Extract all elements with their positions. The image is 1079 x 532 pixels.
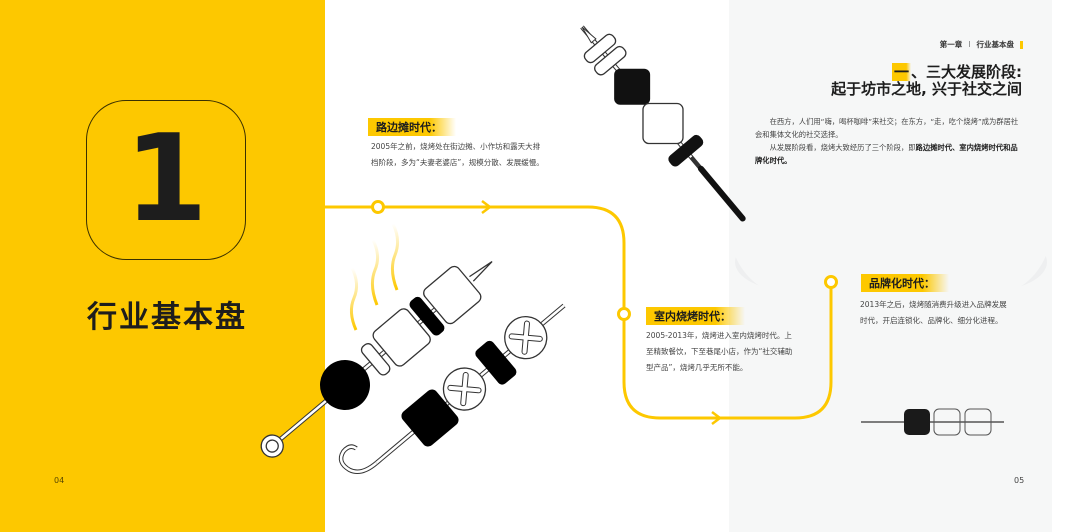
intro-paragraph-2: 从发展阶段看，烧烤大致经历了三个阶段，即路边摊时代、室内烧烤时代和品牌化时代。	[755, 141, 1023, 167]
timeline-path	[325, 200, 833, 425]
breadcrumb-chapter: 第一章	[939, 40, 963, 49]
breadcrumb-section: 行业基本盘	[976, 40, 1015, 49]
stage-1-text: 2005年之前，烧烤处在街边摊、小作坊和露天大排档阶段，多为“夫妻老婆店”，规模…	[371, 142, 544, 167]
page-number-right: 05	[1014, 476, 1025, 485]
section-title: 一、三大发展阶段: 起于坊市之地, 兴于社交之间	[831, 63, 1022, 98]
breadcrumb: 第一章 I 行业基本盘	[940, 39, 1023, 50]
title-line2: 起于坊市之地, 兴于社交之间	[831, 80, 1022, 98]
chapter-title: 行业基本盘	[87, 300, 247, 335]
intro-paragraph-2-text: 从发展阶段看，烧烤大致经历了三个阶段，即	[769, 143, 916, 152]
skewer-illustration-diagonal-icon	[580, 25, 746, 222]
stage-1-label: 路边摊时代：	[368, 118, 456, 136]
chapter-number: 1	[124, 110, 208, 249]
stage-2-text: 2005-2013年，烧烤进入室内烧烤时代。上至精致餐饮，下至巷尾小店，作为“社…	[646, 331, 793, 372]
title-marker: 一	[891, 63, 911, 81]
page-number-left: 04	[54, 476, 65, 485]
intro-paragraph-1: 在西方，人们用“嗨，喝杯咖啡”来社交；在东方，“走，吃个烧烤”成为群居社会和集体…	[755, 117, 1019, 139]
stage-3-label: 品牌化时代：	[861, 274, 949, 292]
stage-2-label: 室内烧烤时代：	[646, 307, 745, 325]
timeline-node-2-icon	[617, 307, 631, 321]
stage-3-text: 2013年之后，烧烤随消费升级进入品牌发展时代，开启连锁化、品牌化、细分化进程。	[860, 300, 1007, 325]
skewer-illustration-with-steam-icon	[260, 223, 566, 474]
timeline-node-icons	[371, 200, 838, 321]
title-line1: 、三大发展阶段:	[911, 63, 1022, 81]
breadcrumb-separator: I	[968, 40, 971, 49]
intro-paragraph-2-bold: 路边摊时代、室内烧烤时代和品牌化时代。	[755, 143, 1018, 165]
timeline-node-3-icon	[824, 275, 838, 289]
timeline-node-1-icon	[371, 200, 385, 214]
skewer-illustration-horizontal-icon	[861, 408, 1004, 436]
background-blob-top	[729, 0, 1052, 295]
chapter-number-badge: 1	[86, 100, 246, 260]
left-page: 1 行业基本盘 04	[0, 0, 325, 532]
intro-text: 在西方，人们用“嗨，喝杯咖啡”来社交；在东方，“走，吃个烧烤”成为群居社会和集体…	[755, 115, 1023, 167]
accent-bar-icon	[1020, 40, 1023, 49]
